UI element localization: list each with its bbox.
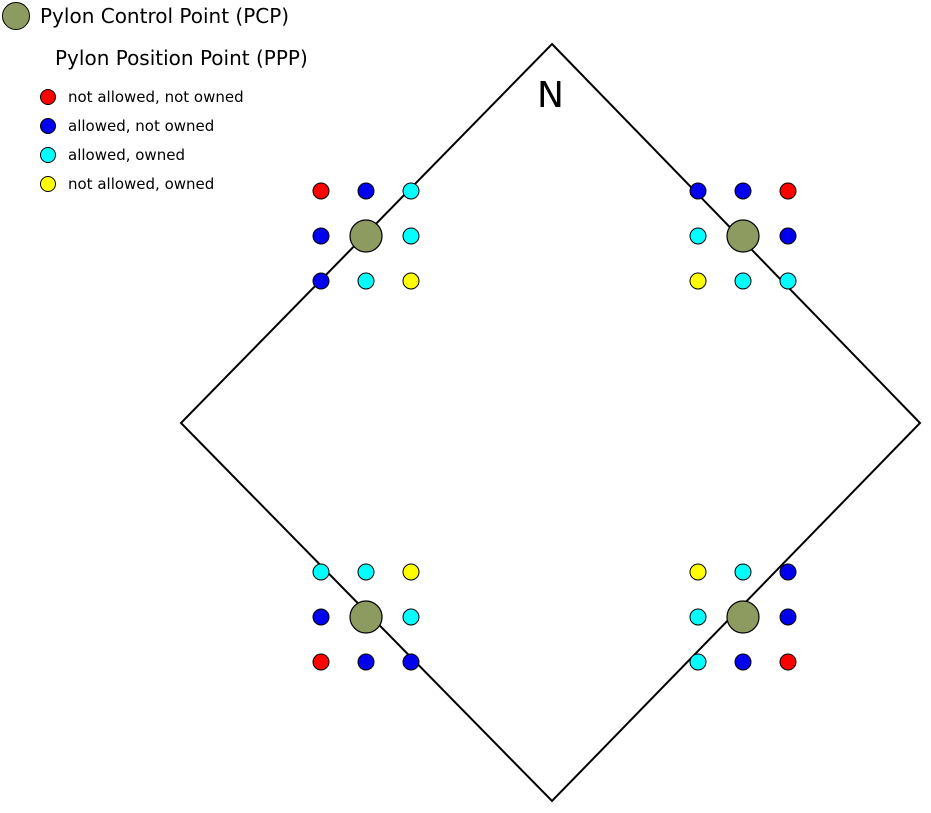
legend-item-allowed-owned: allowed, owned [40,140,308,169]
ppp-marker-cyan [357,563,375,581]
legend-item-label: allowed, owned [68,145,185,164]
ppp-marker-blue [312,608,330,626]
pcp-marker [349,600,383,634]
ppp-marker-blue [689,182,707,200]
ppp-marker-cyan [402,227,420,245]
ppp-marker-cyan [312,563,330,581]
ppp-marker-blue [779,563,797,581]
ppp-marker-cyan [357,272,375,290]
ppp-marker-cyan [734,272,752,290]
legend-item-label: not allowed, owned [68,174,215,193]
ppp-marker-cyan [689,653,707,671]
blue-dot-icon [40,117,56,134]
ppp-marker-cyan [402,608,420,626]
ppp-marker-cyan [734,563,752,581]
ppp-marker-yellow [689,563,707,581]
ppp-marker-blue [312,272,330,290]
legend-item-label: not allowed, not owned [68,87,244,106]
cyan-dot-icon [40,146,56,163]
ppp-marker-red [779,653,797,671]
ppp-marker-blue [779,608,797,626]
pcp-marker [349,219,383,253]
legend-item-label: allowed, not owned [68,116,215,135]
ppp-marker-cyan [779,272,797,290]
pylon-cluster-bottom-left [312,563,420,671]
legend: Pylon Control Point (PCP) Pylon Position… [0,0,308,198]
north-label: N [537,75,564,116]
pylon-cluster-top-right [689,182,797,290]
ppp-marker-blue [312,227,330,245]
ppp-marker-blue [734,653,752,671]
pcp-marker [726,600,760,634]
red-dot-icon [40,88,56,105]
ppp-marker-blue [734,182,752,200]
course-boundary-diamond [179,42,922,803]
legend-items: not allowed, not owned allowed, not owned… [40,82,308,198]
legend-pcp-row: Pylon Control Point (PCP) [2,2,308,30]
legend-item-allowed-not-owned: allowed, not owned [40,111,308,140]
ppp-title: Pylon Position Point (PPP) [55,46,308,70]
ppp-marker-cyan [402,182,420,200]
ppp-marker-cyan [689,227,707,245]
legend-item-not-allowed-owned: not allowed, owned [40,169,308,198]
ppp-marker-yellow [402,563,420,581]
ppp-marker-cyan [689,608,707,626]
ppp-marker-red [312,653,330,671]
ppp-marker-blue [357,653,375,671]
pylon-clusters [312,182,797,671]
ppp-marker-yellow [402,272,420,290]
ppp-marker-yellow [689,272,707,290]
pcp-swatch-icon [2,2,30,30]
ppp-marker-blue [779,227,797,245]
legend-item-not-allowed-not-owned: not allowed, not owned [40,82,308,111]
ppp-marker-red [779,182,797,200]
yellow-dot-icon [40,175,56,192]
ppp-marker-red [312,182,330,200]
pcp-marker [726,219,760,253]
ppp-marker-blue [402,653,420,671]
ppp-marker-blue [357,182,375,200]
pylon-cluster-bottom-right [689,563,797,671]
pcp-label: Pylon Control Point (PCP) [40,4,290,28]
pylon-cluster-top-left [312,182,420,290]
